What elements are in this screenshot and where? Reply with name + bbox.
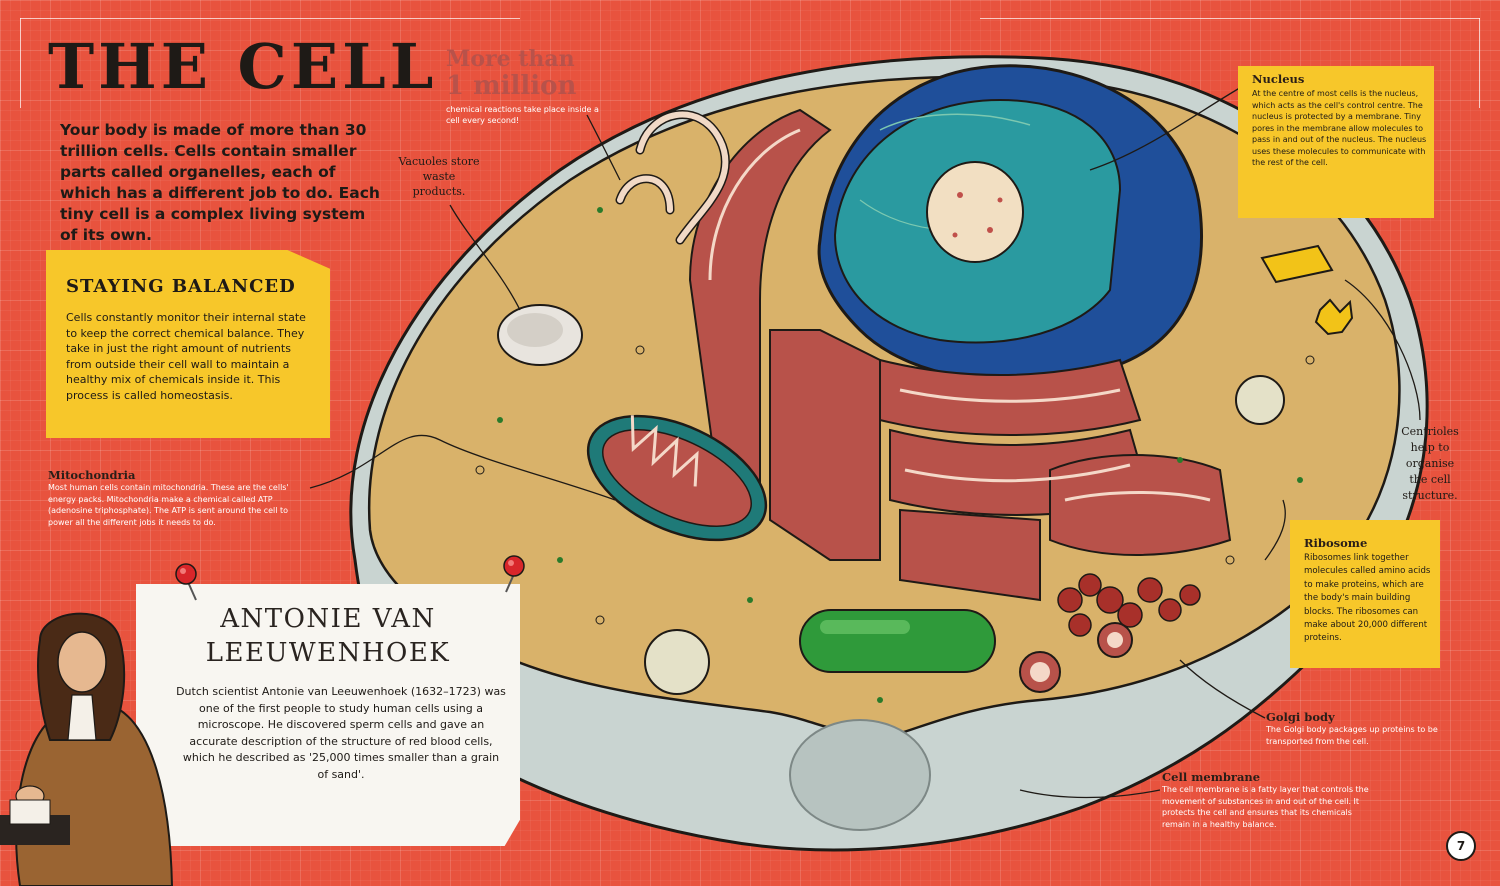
staying-balanced-title: STAYING BALANCED <box>66 276 296 297</box>
nucleus-box: Nucleus At the centre of most cells is t… <box>1238 66 1434 218</box>
endoplasmic-reticulum <box>688 108 1232 602</box>
nucleus-shape <box>817 64 1203 383</box>
antonie-title: ANTONIE VAN LEEUWENHOEK <box>136 602 520 670</box>
fact-line-1: More than <box>446 46 575 72</box>
lysosome-shape <box>799 609 996 673</box>
antonie-title-line-2: LEEUWENHOEK <box>205 638 451 668</box>
golgi-title: Golgi body <box>1266 710 1335 724</box>
ribosome-title: Ribosome <box>1304 536 1368 550</box>
pushpin-icon <box>503 555 525 593</box>
golgi-text: The Golgi body packages up proteins to b… <box>1266 725 1438 746</box>
peroxisome-shape <box>1235 375 1285 425</box>
mitochondria-label: Mitochondria Most human cells contain mi… <box>48 468 310 528</box>
frame-line-top-right <box>980 18 1480 19</box>
centrioles-label: Centrioles help to organise the cell str… <box>1401 425 1459 502</box>
intro-text: Your body is made of more than 30 trilli… <box>60 121 380 244</box>
staying-balanced-text: Cells constantly monitor their internal … <box>66 311 306 402</box>
membrane-pocket <box>789 719 931 831</box>
ribosome-cluster <box>1057 573 1201 637</box>
frame-line-left <box>20 18 21 108</box>
cytoplasm-dots <box>497 207 1303 703</box>
nucleus-text: At the centre of most cells is the nucle… <box>1252 89 1427 167</box>
pushpin-icon <box>175 563 197 601</box>
peroxisome-shape <box>644 629 710 695</box>
ribosome-text: Ribosomes link together molecules called… <box>1304 553 1431 644</box>
cell-membrane-title: Cell membrane <box>1162 770 1261 784</box>
frame-line-right <box>1479 18 1480 108</box>
golgi-label: Golgi body The Golgi body packages up pr… <box>1266 710 1446 747</box>
vacuoles-label: Vacuoles store waste products. <box>398 155 480 198</box>
mitochondrion-shape <box>586 414 768 542</box>
leeuwenhoek-portrait <box>0 612 174 886</box>
pointer-lines <box>309 81 1421 799</box>
ribosome-box: Ribosome Ribosomes link together molecul… <box>1290 520 1440 668</box>
antonie-title-line-1: ANTONIE VAN <box>220 604 436 634</box>
cell-membrane-label: Cell membrane The cell membrane is a fat… <box>1162 770 1372 830</box>
antonie-card: ANTONIE VAN LEEUWENHOEK Dutch scientist … <box>136 584 520 846</box>
nucleus-title: Nucleus <box>1252 72 1305 86</box>
frame-line-top <box>20 18 520 19</box>
centriole-shape <box>1260 244 1354 336</box>
antonie-text: Dutch scientist Antonie van Leeuwenhoek … <box>176 685 506 781</box>
staying-balanced-box: STAYING BALANCED Cells constantly monito… <box>46 250 330 438</box>
fact-text: chemical reactions take place inside a c… <box>446 105 599 125</box>
mitochondria-text: Most human cells contain mitochondria. T… <box>48 483 289 527</box>
page-title: THE CELL <box>48 30 438 103</box>
cell-membrane-text: The cell membrane is a fatty layer that … <box>1162 785 1369 829</box>
page-number: 7 <box>1446 831 1476 861</box>
fact-headline: More than 1 million <box>446 46 606 100</box>
mitochondria-title: Mitochondria <box>48 468 136 482</box>
fact-line-2: 1 million <box>446 71 577 101</box>
